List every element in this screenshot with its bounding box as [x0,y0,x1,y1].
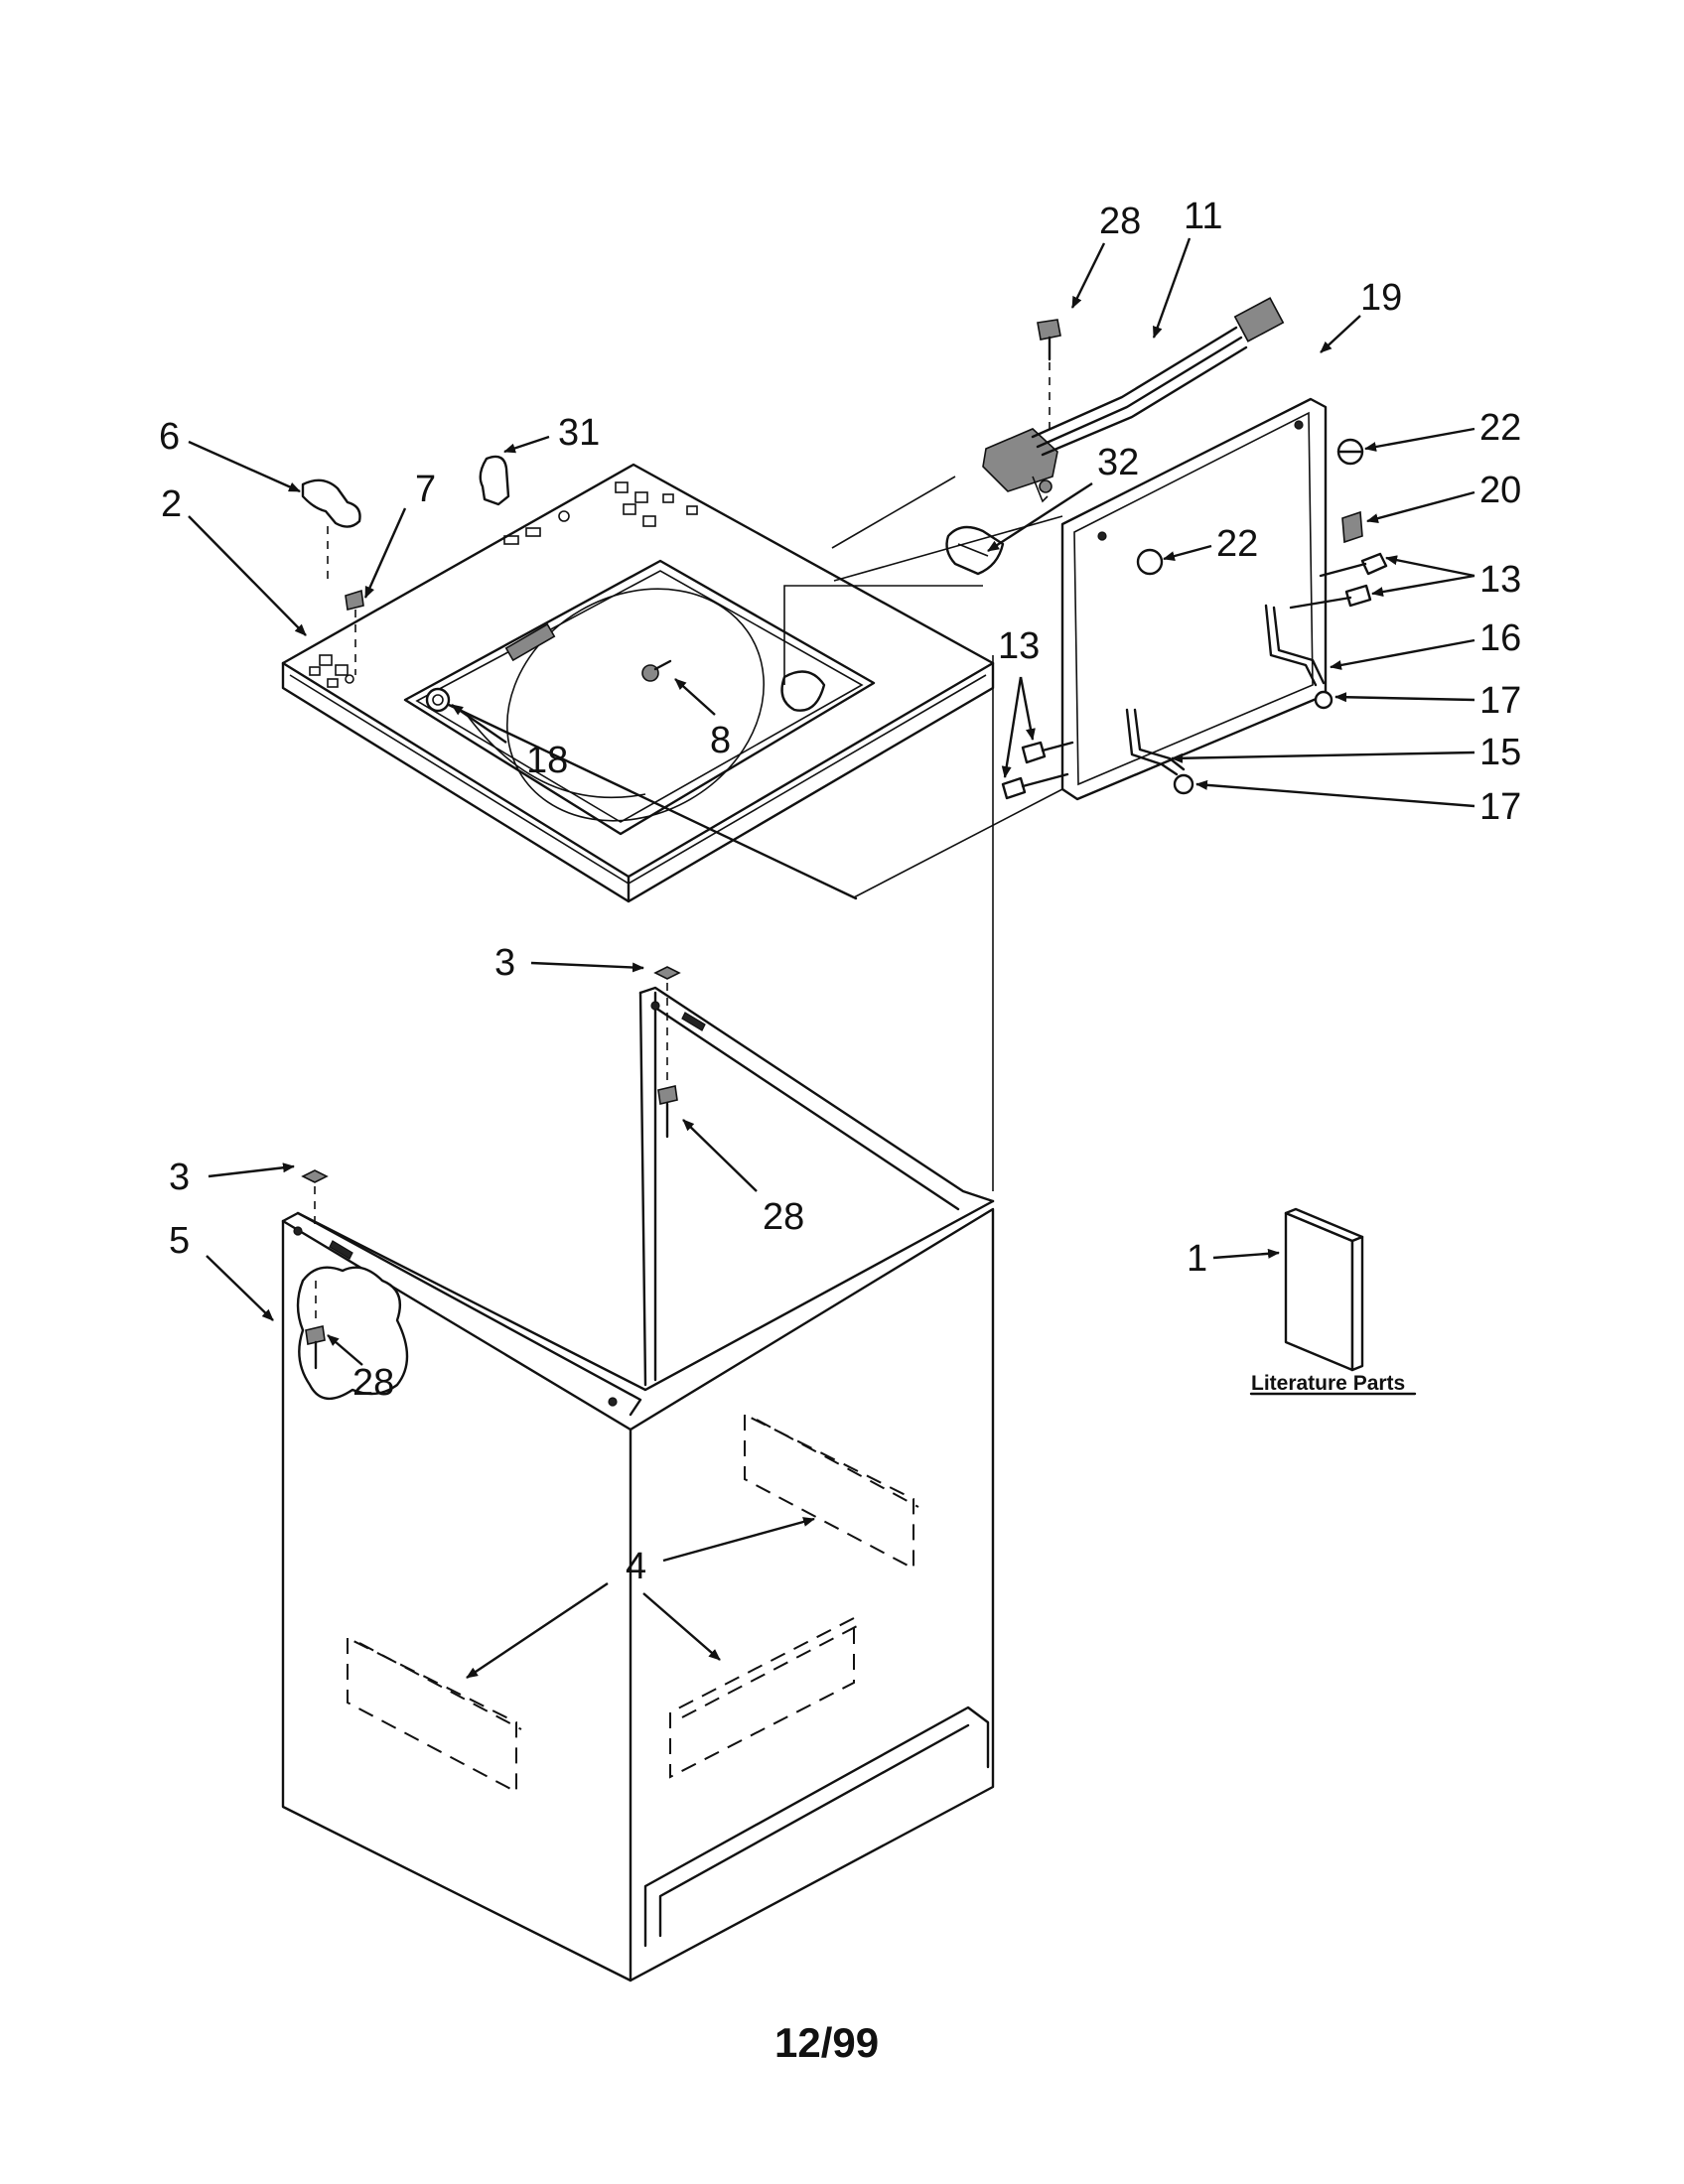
clip-part-31 [479,455,510,506]
callout-8: 8 [710,720,731,761]
cutaway-view [296,1266,409,1400]
callout-7: 7 [415,469,436,510]
callout-3-left: 3 [169,1157,190,1198]
cabinet-part-5 [281,655,995,1982]
clip-part-6 [301,478,361,586]
callout-19: 19 [1360,277,1402,319]
leader-arrows [188,237,1475,1679]
top-panel [281,463,995,903]
callout-18: 18 [526,740,568,781]
callout-28-middle: 28 [763,1196,804,1238]
clip-part-7 [345,589,364,675]
callout-13-right: 13 [1479,559,1521,601]
callout-32: 32 [1097,442,1139,483]
callout-31: 31 [558,412,600,454]
callout-22-right: 22 [1479,407,1521,449]
callout-labels: 28 11 19 6 31 2 7 32 22 20 22 13 13 16 1… [159,196,1521,1587]
literature-part: Literature Parts [1249,1207,1417,1396]
callout-3-top: 3 [494,942,515,984]
revision-date: 12/99 [774,2019,879,2066]
callout-17-bottom: 17 [1479,786,1521,828]
callout-13-left: 13 [998,625,1040,667]
literature-caption: Literature Parts [1251,1372,1405,1395]
callout-11: 11 [1184,196,1222,237]
callout-6: 6 [159,416,180,458]
bolt-part-8 [641,659,672,682]
hose-connector-part [425,687,858,900]
callout-28-cutaway: 28 [352,1362,394,1404]
console-frame-part-19 [833,397,1388,898]
callout-16: 16 [1479,617,1521,659]
screw-part-28-top [1037,319,1061,437]
clip-part-3-left [301,1169,329,1231]
callout-22-left: 22 [1216,523,1258,565]
stiffener-outlines [347,1413,919,1794]
clip-part-3-top [653,966,681,1139]
callout-2: 2 [161,483,182,525]
dispenser-part-32 [783,525,1005,685]
callout-1: 1 [1187,1238,1207,1280]
callout-28-top: 28 [1099,201,1141,242]
callout-20: 20 [1479,470,1521,511]
callout-4: 4 [626,1546,646,1587]
callout-17-top: 17 [1479,680,1521,722]
callout-15: 15 [1479,732,1521,773]
callout-5: 5 [169,1220,190,1262]
lid-switch-part [982,297,1285,503]
